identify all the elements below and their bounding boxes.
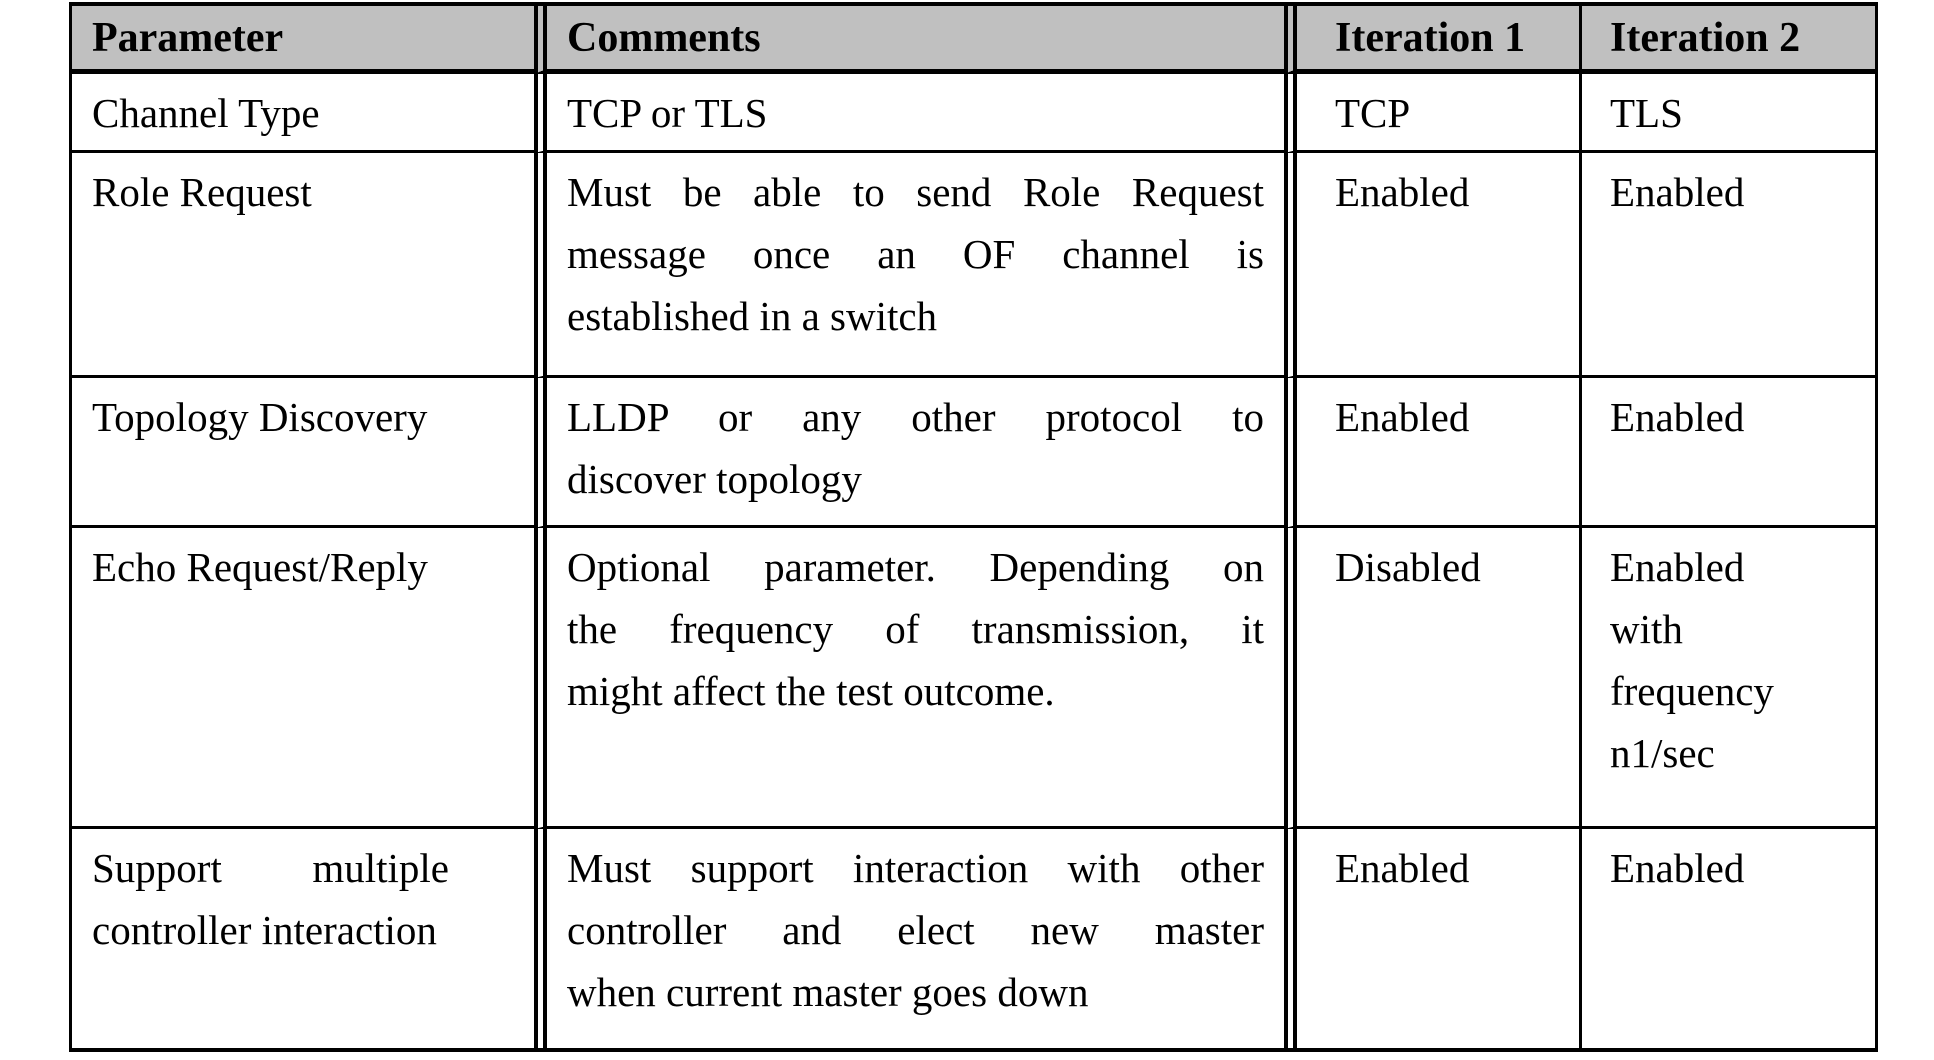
cell-line: Role Request — [92, 169, 312, 215]
cell-line: Enabled — [1610, 544, 1745, 590]
cell-line: with — [1610, 606, 1683, 652]
column-header-comments: Comments — [534, 6, 1284, 74]
column-header-iteration1: Iteration 1 — [1284, 6, 1579, 74]
cell-line: discover topology — [567, 456, 862, 502]
cell-line: TCP — [1335, 90, 1411, 136]
cell-line: Must support interaction with other — [567, 845, 1264, 891]
iteration1-cell: Enabled — [1284, 378, 1579, 528]
comments-cell: LLDP or any other protocol to discover to… — [534, 378, 1284, 528]
table-row: Role Request Must be able to send Role Re… — [72, 153, 1875, 378]
parameter-cell: Support multiple controller interaction — [72, 829, 534, 1048]
cell-line: n1/sec — [1610, 730, 1715, 776]
cell-line: Channel Type — [92, 90, 320, 136]
cell-line: Enabled — [1335, 394, 1470, 440]
comments-cell: TCP or TLS — [534, 74, 1284, 153]
comments-cell: Must support interaction with other contr… — [534, 829, 1284, 1048]
cell-line: TLS — [1610, 90, 1683, 136]
table-row: Echo Request/Reply Optional parameter. De… — [72, 528, 1875, 829]
cell-line: might affect the test outcome. — [567, 668, 1055, 714]
iteration2-cell: Enabled with frequency n1/sec — [1579, 528, 1875, 829]
table-row: Support multiple controller interaction Mu… — [72, 829, 1875, 1048]
iteration2-cell: Enabled — [1579, 378, 1875, 528]
table-row: Channel Type TCP or TLS TCP TLS — [72, 74, 1875, 153]
comments-cell: Optional parameter. Depending on the freq… — [534, 528, 1284, 829]
cell-line: the frequency of transmission, it — [567, 606, 1264, 652]
cell-line: Enabled — [1335, 169, 1470, 215]
iteration1-cell: TCP — [1284, 74, 1579, 153]
iteration2-cell: Enabled — [1579, 829, 1875, 1048]
cell-line: Enabled — [1610, 169, 1745, 215]
iteration1-cell: Disabled — [1284, 528, 1579, 829]
iteration1-cell: Enabled — [1284, 829, 1579, 1048]
table-header: Parameter Comments Iteration 1 Iteration… — [72, 6, 1875, 74]
parameter-cell: Echo Request/Reply — [72, 528, 534, 829]
cell-line: Enabled — [1610, 845, 1745, 891]
iteration2-cell: TLS — [1579, 74, 1875, 153]
table-row: Topology Discovery LLDP or any other prot… — [72, 378, 1875, 528]
parameter-cell: Channel Type — [72, 74, 534, 153]
cell-line: message once an OF channel is — [567, 231, 1264, 277]
cell-line: controller and elect new master — [567, 907, 1264, 953]
parameters-table: Parameter Comments Iteration 1 Iteration… — [69, 2, 1878, 1052]
cell-line: Optional parameter. Depending on — [567, 544, 1264, 590]
cell-line: TCP or TLS — [567, 90, 768, 136]
parameter-cell: Role Request — [72, 153, 534, 378]
cell-line: when current master goes down — [567, 969, 1089, 1015]
iteration2-cell: Enabled — [1579, 153, 1875, 378]
cell-line: frequency — [1610, 668, 1774, 714]
iteration1-cell: Enabled — [1284, 153, 1579, 378]
cell-line: Topology Discovery — [92, 394, 428, 440]
column-header-parameter: Parameter — [72, 6, 534, 74]
cell-line: Support multiple — [92, 845, 449, 891]
cell-line: established in a switch — [567, 293, 938, 339]
header-row: Parameter Comments Iteration 1 Iteration… — [72, 6, 1875, 74]
comments-cell: Must be able to send Role Request message… — [534, 153, 1284, 378]
column-header-iteration2: Iteration 2 — [1579, 6, 1875, 74]
cell-line: Disabled — [1335, 544, 1481, 590]
cell-line: LLDP or any other protocol to — [567, 394, 1264, 440]
cell-line: controller interaction — [92, 907, 437, 953]
cell-line: Enabled — [1335, 845, 1470, 891]
cell-line: Enabled — [1610, 394, 1745, 440]
cell-line: Must be able to send Role Request — [567, 169, 1264, 215]
table-body: Channel Type TCP or TLS TCP TLS Role Request… — [72, 74, 1875, 1048]
cell-line: Echo Request/Reply — [92, 544, 428, 590]
parameter-cell: Topology Discovery — [72, 378, 534, 528]
